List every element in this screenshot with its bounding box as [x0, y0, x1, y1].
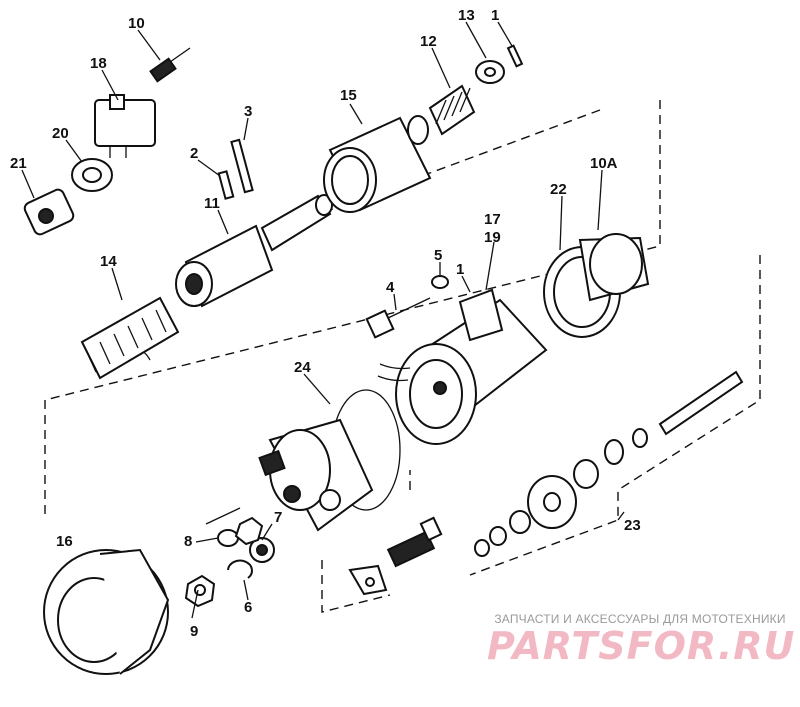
- part-clip-6: [227, 559, 253, 579]
- callout-6: 6: [244, 599, 252, 616]
- part-bolt-4: [365, 297, 431, 339]
- part-nut-9: [184, 574, 216, 608]
- part-pin-2: [217, 170, 235, 200]
- part-rivet: [149, 47, 191, 83]
- part-washer-5: [431, 275, 449, 289]
- part-bracket: [348, 564, 388, 596]
- callout-19: 19: [484, 229, 501, 246]
- callout-17: 17: [484, 211, 501, 228]
- callout-18: 18: [90, 55, 107, 72]
- part-spring-14: [80, 296, 180, 380]
- part-washer-13: [475, 60, 505, 84]
- part-end-plate: [258, 418, 374, 532]
- part-ring-10A: [578, 233, 650, 302]
- callout-8: 8: [184, 533, 192, 550]
- callout-13: 13: [458, 7, 475, 24]
- part-frame-housing: [377, 288, 548, 445]
- group-outline-cover: [329, 109, 601, 211]
- part-washer-20: [71, 158, 113, 192]
- part-spring-12: [428, 84, 476, 136]
- callout-14: 14: [100, 253, 117, 270]
- callout-15: 15: [340, 87, 357, 104]
- callout-3: 3: [244, 103, 252, 120]
- part-pin-1: [506, 44, 524, 68]
- callout-22: 22: [550, 181, 567, 198]
- watermark-brand: PARTSFOR.RU: [487, 624, 796, 668]
- part-washer-8: [217, 529, 239, 547]
- leader-lines: [21, 21, 625, 619]
- part-screw-8: [205, 507, 241, 525]
- callout-labels: 10 13 1 18 12 15 3 20 2 21 11 10A 22 17 …: [10, 7, 641, 640]
- part-pin-3: [230, 138, 254, 194]
- group-outline-housing: [469, 255, 761, 576]
- callout-9: 9: [190, 623, 198, 640]
- callout-11: 11: [204, 195, 220, 212]
- part-gear-7: [249, 537, 275, 563]
- part-cover: [323, 115, 432, 213]
- part-relay: [94, 94, 156, 158]
- callout-12: 12: [420, 33, 437, 50]
- callout-4: 4: [386, 279, 395, 296]
- part-switch: [23, 188, 75, 236]
- callout-16: 16: [56, 533, 73, 550]
- callout-21: 21: [10, 155, 27, 172]
- callout-10: 10: [128, 15, 145, 32]
- callout-1-housing: 1: [456, 261, 464, 278]
- group-outline-bracket: [321, 560, 391, 613]
- callout-7: 7: [274, 509, 282, 526]
- watermark-caption: ЗАПЧАСТИ И АКСЕССУАРЫ ДЛЯ МОТОТЕХНИКИ: [494, 612, 786, 626]
- callout-5: 5: [434, 247, 442, 264]
- part-terminal-bolt: [386, 516, 443, 568]
- part-shaft-23: [474, 370, 744, 557]
- callout-23: 23: [624, 517, 641, 534]
- callout-2: 2: [190, 145, 198, 162]
- callout-20: 20: [52, 125, 69, 142]
- callout-10A: 10A: [590, 155, 618, 172]
- callout-24: 24: [294, 359, 311, 376]
- part-nut-7: [234, 516, 264, 546]
- callout-1: 1: [491, 7, 499, 24]
- part-plunger: [175, 194, 333, 308]
- part-end-cap: [43, 548, 170, 675]
